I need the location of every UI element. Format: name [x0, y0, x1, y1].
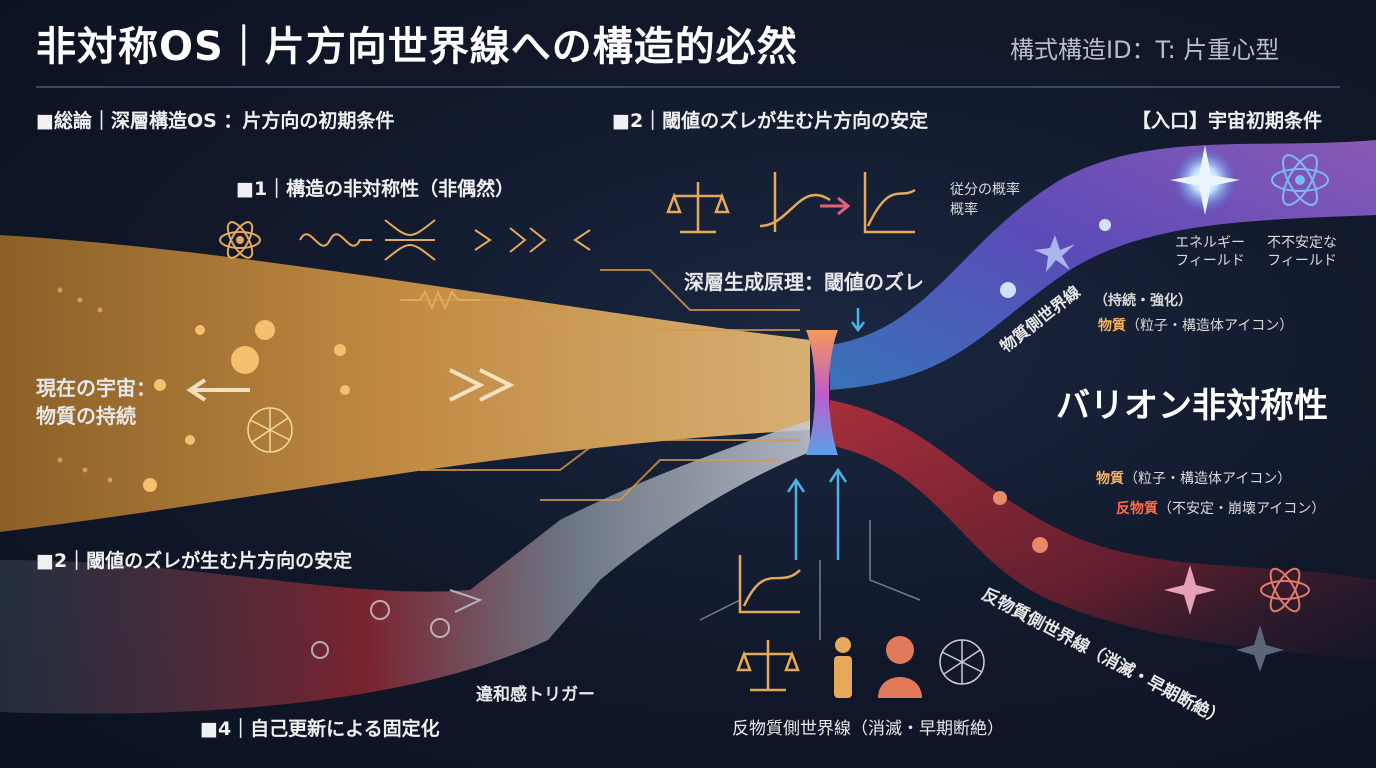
- probability-label-2: 概率: [950, 202, 978, 218]
- antimatter-worldline-label-bottom: 反物質側世界線（消滅・早期断絶）: [732, 719, 1004, 739]
- antimatter-word: 反物質: [1116, 501, 1158, 517]
- present-universe-label: 現在の宇宙：: [36, 376, 156, 400]
- atom-icon-top: [219, 221, 261, 259]
- antimatter-worldline-band: [830, 400, 1376, 660]
- scale-icon-top: [666, 182, 730, 234]
- matter-stream-band: [0, 235, 810, 532]
- trigger-label: 違和感トリガー: [476, 685, 595, 705]
- atom-icon-right-top: [1271, 154, 1329, 206]
- baryon-asymmetry-label: バリオン非対称性: [1056, 386, 1328, 426]
- network-icon-gold: [247, 407, 293, 453]
- section-2-left: ■2｜閾値のズレが生む片方向の安定: [36, 550, 353, 572]
- matter-particle-label-top: 物質（粒子・構造体アイコン）: [1098, 317, 1293, 335]
- energy-field-label-2: フィールド: [1175, 253, 1245, 269]
- antimatter-detail: （不安定・崩壊アイコン）: [1158, 501, 1326, 517]
- unstable-field-label-2: フィールド: [1267, 253, 1337, 269]
- persist-strengthen-label: （持続・強化）: [1094, 293, 1192, 309]
- atom-icon-right-bottom: [1260, 567, 1310, 613]
- resistor-icon: [400, 289, 480, 311]
- curve-icon-top-2: [863, 172, 916, 234]
- converge-arrows-icon: [474, 227, 591, 253]
- section-2-top: ■2｜閾値のズレが生む片方向の安定: [612, 110, 929, 132]
- probability-label-1: 従分の概率: [950, 182, 1020, 198]
- person-icon-1: [834, 637, 852, 698]
- wave-interference-icon: [384, 219, 436, 261]
- section-4: ■4｜自己更新による固定化: [200, 718, 440, 740]
- curve-icon-bottom: [738, 555, 801, 614]
- section-entrance: 【入口】宇宙初期条件: [1132, 110, 1323, 132]
- section-overview: ■総論｜深層構造OS ：片方向の初期条件: [36, 110, 395, 132]
- matter-detail-top: （粒子・構造体アイコン）: [1126, 318, 1294, 334]
- header-divider: [36, 86, 1340, 88]
- matter-persistence-label: 物質の持続: [36, 404, 136, 428]
- starburst-icon-blue: [1170, 145, 1240, 215]
- wave-icon: [299, 233, 372, 247]
- section-1: ■1｜構造の非対称性（非偶然）: [236, 178, 515, 200]
- scale-icon-bottom: [736, 640, 800, 692]
- structure-id-tag: 構式構造ID：T: 片重心型: [1010, 36, 1280, 64]
- person-icon-2: [878, 636, 922, 698]
- deep-principle-label: 深層生成原理：閾値のズレ: [684, 270, 924, 294]
- threshold-core: [806, 330, 838, 455]
- curve-icon-top: [759, 172, 831, 232]
- matter-word-low: 物質: [1096, 471, 1124, 487]
- matter-worldline-band: [830, 140, 1376, 390]
- network-icon-bottom: [939, 639, 985, 685]
- matter-detail-low: （粒子・構造体アイコン）: [1124, 471, 1292, 487]
- starburst-icon-pink: [1164, 565, 1216, 615]
- unstable-field-label-1: 不不安定な: [1267, 235, 1337, 251]
- antimatter-particle-label: 反物質（不安定・崩壊アイコン）: [1116, 500, 1325, 518]
- antimatter-stream-band: [0, 420, 810, 714]
- page-title: 非対称OS｜片方向世界線への構造的必然: [36, 24, 798, 70]
- matter-word-top: 物質: [1098, 318, 1126, 334]
- matter-particle-label-low: 物質（粒子・構造体アイコン）: [1096, 470, 1291, 488]
- energy-field-label-1: エネルギー: [1175, 235, 1245, 251]
